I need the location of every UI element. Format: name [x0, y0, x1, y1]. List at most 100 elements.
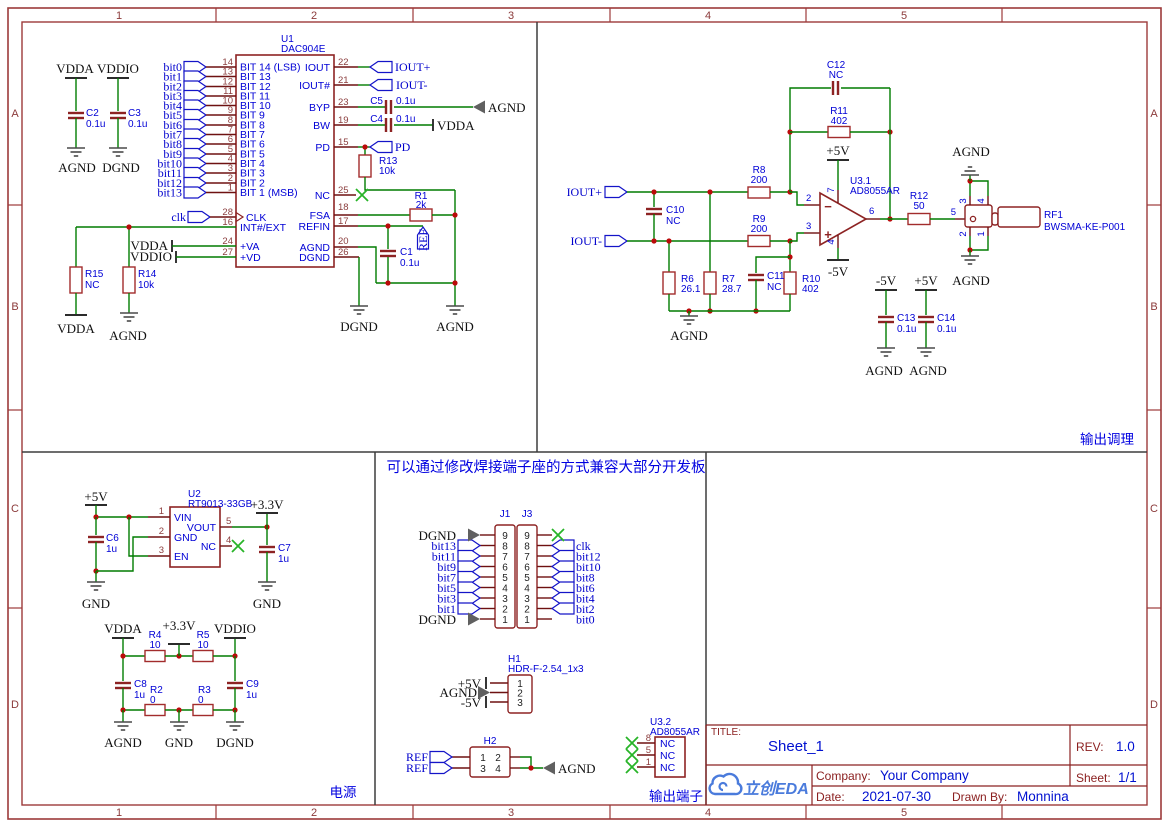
port-shape[interactable] [604, 234, 629, 248]
c13-ref[interactable]: C13 [897, 313, 916, 324]
u1-pin24-num[interactable]: 24 [222, 236, 233, 247]
port-bit4[interactable]: bit4 [163, 99, 182, 113]
c7-ref[interactable]: C7 [278, 543, 291, 554]
port-bit13[interactable]: bit13 [157, 186, 182, 200]
j1-pin9[interactable]: 9 [502, 531, 508, 542]
c14-val[interactable]: 0.1u [937, 324, 956, 335]
junction-dot[interactable] [528, 765, 534, 771]
r15-ref[interactable]: R15 [85, 269, 104, 280]
u1-pin4-name[interactable]: BIT 4 [240, 158, 265, 170]
c11-val[interactable]: NC [767, 282, 781, 293]
r3-val[interactable]: 0 [198, 695, 204, 706]
net-agnd-rf1-bot[interactable]: AGND [952, 273, 990, 288]
wire[interactable] [520, 756, 532, 768]
j3-pin6[interactable]: 6 [524, 563, 530, 574]
port-bit1[interactable]: bit1 [163, 70, 182, 84]
port-shape[interactable] [183, 108, 208, 122]
resistor-body[interactable] [907, 212, 931, 226]
junction-dot[interactable] [651, 238, 657, 244]
net-vddio-pwr[interactable]: VDDIO [214, 621, 256, 636]
ic-body[interactable] [654, 736, 686, 778]
port-shape[interactable] [457, 549, 482, 563]
rf1-part[interactable]: BWSMA-KE-P001 [1044, 222, 1126, 233]
port-shape[interactable] [183, 166, 208, 180]
net-agnd-c5[interactable]: AGND [488, 100, 526, 115]
u1-pin5-name[interactable]: BIT 5 [240, 149, 265, 161]
u3-2-pin5-num[interactable]: 5 [646, 745, 651, 756]
port-shape[interactable] [550, 560, 575, 573]
ground-flag-icon[interactable] [473, 100, 485, 114]
rf1-ref[interactable]: RF1 [1044, 210, 1063, 221]
wire[interactable] [970, 236, 989, 251]
u1-pin14-name[interactable]: BIT 14 (LSB) [240, 62, 301, 74]
net-vdda-pwr[interactable]: VDDA [104, 621, 142, 636]
j1-pin3[interactable]: 3 [502, 594, 508, 605]
port-shape[interactable] [457, 591, 482, 605]
c11-ref[interactable]: C11 [767, 271, 785, 282]
net-p5v-u2[interactable]: +5V [84, 489, 108, 504]
r2-ref[interactable]: R2 [150, 685, 163, 696]
u2-ref[interactable]: U2 [188, 489, 201, 500]
junction-dot[interactable] [666, 238, 672, 244]
u1-pin8-num[interactable]: 8 [228, 115, 233, 126]
u1-pin25-name[interactable]: NC [315, 190, 331, 202]
connector-body[interactable] [997, 206, 1041, 228]
u3-1-pin4-num[interactable]: 4 [826, 239, 837, 244]
c8-ref[interactable]: C8 [134, 679, 147, 690]
port-bit5[interactable]: bit5 [163, 108, 182, 122]
h2-ref[interactable]: H2 [484, 736, 497, 747]
port-shape[interactable] [550, 549, 575, 563]
port-bit11-j1[interactable]: bit11 [432, 550, 456, 564]
opamp-plus-sign[interactable]: + [824, 227, 832, 242]
resistor-body[interactable] [192, 649, 214, 663]
u1-pin4-num[interactable]: 4 [228, 154, 233, 165]
u1-pin13-num[interactable]: 13 [222, 67, 233, 78]
resistor-body[interactable] [783, 271, 797, 295]
u1-pin14-num[interactable]: 14 [222, 57, 233, 68]
j3-pin3[interactable]: 3 [524, 594, 530, 605]
port-ref-h2-1[interactable]: REF [406, 750, 428, 764]
junction-dot[interactable] [452, 212, 458, 218]
r12-val[interactable]: 50 [913, 201, 925, 212]
u3-2-pin1-name[interactable]: NC [660, 762, 676, 774]
rf1-pin1-num[interactable]: 1 [976, 231, 987, 236]
net-dgnd-c3[interactable]: DGND [102, 160, 140, 175]
port-bit13-j1[interactable]: bit13 [431, 539, 456, 553]
u1-pin16-num[interactable]: 16 [222, 217, 233, 228]
r12-ref[interactable]: R12 [910, 191, 929, 202]
resistor-body[interactable] [144, 703, 166, 717]
u1-pin24-name[interactable]: +VA [240, 241, 259, 253]
u2-pin4-name[interactable]: NC [201, 541, 217, 553]
port-bit1-j1[interactable]: bit1 [437, 602, 456, 616]
net-agnd-pwr[interactable]: AGND [104, 735, 142, 750]
r3-ref[interactable]: R3 [198, 685, 211, 696]
r15-val[interactable]: NC [85, 280, 99, 291]
port-bit2-j3[interactable]: bit2 [576, 602, 595, 616]
port-bit9[interactable]: bit9 [163, 147, 182, 161]
u1-pin28-name[interactable]: CLK [246, 212, 266, 224]
u1-pin18-name[interactable]: FSA [310, 210, 330, 222]
u1-pin3-num[interactable]: 3 [228, 163, 233, 174]
u1-pin17-name[interactable]: REFIN [299, 221, 331, 233]
j3-pin8[interactable]: 8 [524, 542, 530, 553]
j1-ref[interactable]: J1 [500, 509, 511, 520]
wire[interactable] [755, 256, 790, 273]
port-ref-h2-2[interactable]: REF [406, 761, 428, 775]
c4-ref[interactable]: C4 [370, 114, 383, 125]
r1-ref[interactable]: R1 [415, 191, 428, 202]
u3-1-ref[interactable]: U3.1 [850, 176, 872, 187]
j1-pin4[interactable]: 4 [502, 584, 508, 595]
u1-pin17-num[interactable]: 17 [338, 216, 349, 227]
net-p5v-h1[interactable]: +5V [458, 676, 482, 691]
resistor-body[interactable] [69, 266, 83, 294]
port-shape[interactable] [457, 602, 482, 615]
port-bit6-j3[interactable]: bit6 [576, 581, 595, 595]
u1-pin12-num[interactable]: 12 [222, 77, 233, 88]
ic-body[interactable] [235, 54, 335, 268]
rf-pin-circle[interactable] [969, 215, 977, 223]
r10-ref[interactable]: R10 [802, 274, 821, 285]
wire[interactable] [364, 177, 455, 191]
port-bit12-j3[interactable]: bit12 [576, 550, 601, 564]
h1-part[interactable]: HDR-F-2.54_1x3 [508, 664, 584, 675]
wire[interactable] [128, 517, 148, 557]
